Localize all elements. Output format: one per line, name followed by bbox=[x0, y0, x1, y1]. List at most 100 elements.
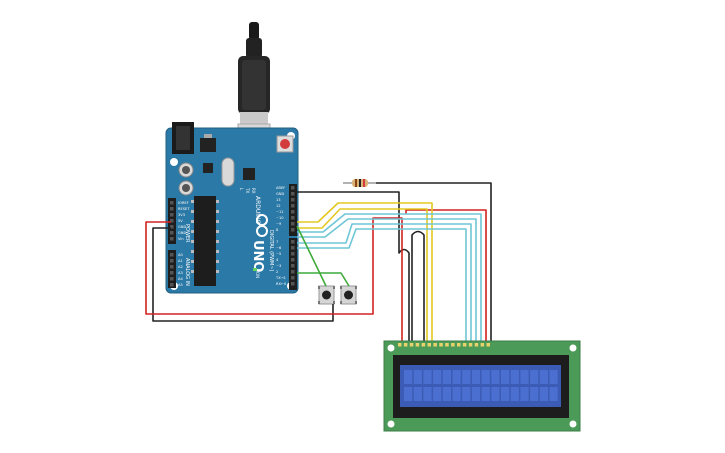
wire-black-gnd[interactable] bbox=[297, 191, 410, 345]
lcd-character-cells bbox=[404, 370, 558, 401]
analog-header bbox=[168, 250, 176, 288]
header-pin[interactable] bbox=[170, 201, 174, 205]
lcd-pin[interactable] bbox=[421, 343, 426, 347]
pin-label: A2 bbox=[178, 265, 183, 269]
arduino-uno-board[interactable]: ARDUINO UNO TX RX L ON POWER ANALOG IN D… bbox=[165, 122, 299, 294]
header-pin[interactable] bbox=[291, 198, 295, 202]
pin-label: A4 bbox=[178, 277, 183, 281]
wire-yellow-rs[interactable] bbox=[297, 202, 433, 345]
header-pin[interactable] bbox=[170, 259, 174, 263]
header-pin[interactable] bbox=[170, 253, 174, 257]
digital-label: DIGITAL (PWM~) bbox=[268, 230, 274, 272]
lcd-pin[interactable] bbox=[462, 343, 467, 347]
header-pin[interactable] bbox=[291, 246, 295, 250]
header-pin[interactable] bbox=[291, 252, 295, 256]
lcd-cell bbox=[413, 370, 422, 384]
wire-black-backlight[interactable] bbox=[376, 182, 492, 345]
wire-red-anode[interactable] bbox=[405, 209, 487, 345]
header-pin[interactable] bbox=[291, 270, 295, 274]
header-pin[interactable] bbox=[170, 265, 174, 269]
header-pin[interactable] bbox=[291, 282, 295, 286]
lcd-pin[interactable] bbox=[398, 343, 402, 347]
header-pin[interactable] bbox=[291, 258, 295, 262]
wire-cyan-d6[interactable] bbox=[297, 223, 472, 345]
header-pin[interactable] bbox=[291, 204, 295, 208]
lcd-pin[interactable] bbox=[403, 343, 408, 347]
header-pin[interactable] bbox=[170, 277, 174, 281]
header-pin[interactable] bbox=[170, 219, 174, 223]
header-pin[interactable] bbox=[170, 237, 174, 241]
header-pin[interactable] bbox=[291, 222, 295, 226]
lcd-pin[interactable] bbox=[457, 343, 461, 347]
header-pin[interactable] bbox=[291, 216, 295, 220]
header-pin[interactable] bbox=[170, 283, 174, 287]
lcd-cell bbox=[413, 387, 422, 401]
lcd-pin[interactable] bbox=[486, 343, 491, 347]
lcd-pin-header bbox=[398, 343, 490, 347]
wire-green-button-1[interactable] bbox=[296, 225, 327, 287]
wire-green-button-2[interactable] bbox=[297, 272, 350, 287]
lcd-pin[interactable] bbox=[468, 343, 473, 347]
header-pin[interactable] bbox=[291, 276, 295, 280]
wire-black-button[interactable] bbox=[152, 227, 334, 322]
lcd-16x2-module[interactable] bbox=[383, 340, 581, 432]
wire-cyan-d4[interactable] bbox=[297, 213, 482, 345]
header-pin[interactable] bbox=[170, 271, 174, 275]
header-pin[interactable] bbox=[170, 213, 174, 217]
header-pin[interactable] bbox=[170, 225, 174, 229]
wire-cyan-d7[interactable] bbox=[297, 228, 467, 345]
lcd-pin[interactable] bbox=[415, 343, 420, 347]
pin-label: ~10 bbox=[276, 216, 284, 220]
lcd-pin[interactable] bbox=[445, 343, 449, 347]
header-pin[interactable] bbox=[291, 210, 295, 214]
lcd-pin[interactable] bbox=[409, 343, 414, 347]
pin-label: 13 bbox=[276, 198, 281, 202]
wire-yellow-e[interactable] bbox=[297, 208, 428, 345]
wire-black-rw[interactable] bbox=[411, 230, 425, 346]
tx-label: TX bbox=[245, 187, 250, 193]
mounting-hole bbox=[569, 420, 577, 428]
analog-label: ANALOG IN bbox=[184, 258, 190, 286]
lcd-cell bbox=[442, 387, 451, 401]
header-pin[interactable] bbox=[291, 264, 295, 268]
pin-label: GND bbox=[178, 231, 186, 235]
pin-label: AREF bbox=[276, 186, 285, 190]
lcd-pin[interactable] bbox=[427, 343, 432, 347]
lcd-cell bbox=[423, 370, 432, 384]
pin-label: Vin bbox=[178, 237, 184, 241]
crystal bbox=[221, 157, 235, 187]
lcd-pin[interactable] bbox=[439, 343, 443, 347]
header-pin[interactable] bbox=[170, 231, 174, 235]
header-pin[interactable] bbox=[291, 192, 295, 196]
lcd-pin[interactable] bbox=[480, 343, 485, 347]
pin-label: 2 bbox=[276, 270, 278, 274]
lcd-pin[interactable] bbox=[474, 343, 479, 347]
header-pin[interactable] bbox=[291, 240, 295, 244]
wire-red-5v[interactable] bbox=[145, 217, 403, 345]
pin-label: 3V3 bbox=[178, 213, 185, 217]
wires bbox=[145, 182, 492, 346]
pin-label: TX→1 bbox=[275, 276, 286, 280]
pin-label: 7 bbox=[276, 240, 278, 244]
lcd-pin[interactable] bbox=[433, 343, 437, 347]
lcd-pin[interactable] bbox=[451, 343, 455, 347]
lcd-cell bbox=[539, 370, 548, 384]
lcd-cell bbox=[423, 387, 432, 401]
on-led bbox=[253, 268, 257, 271]
header-pin[interactable] bbox=[170, 207, 174, 211]
wire-cyan-d5[interactable] bbox=[297, 218, 477, 345]
pin-label: GND bbox=[178, 225, 186, 229]
power-label: POWER bbox=[184, 224, 190, 243]
header-pin[interactable] bbox=[291, 186, 295, 190]
model-label: UNO bbox=[250, 240, 265, 273]
resistor[interactable] bbox=[343, 179, 376, 187]
brand-label: ARDUINO bbox=[254, 196, 261, 225]
header-pin[interactable] bbox=[291, 228, 295, 232]
pin-label: ~9 bbox=[276, 222, 282, 226]
lcd-cell bbox=[462, 370, 471, 384]
lcd-cell bbox=[520, 370, 529, 384]
push-button-2[interactable] bbox=[340, 285, 357, 305]
push-button-1[interactable] bbox=[318, 285, 335, 305]
